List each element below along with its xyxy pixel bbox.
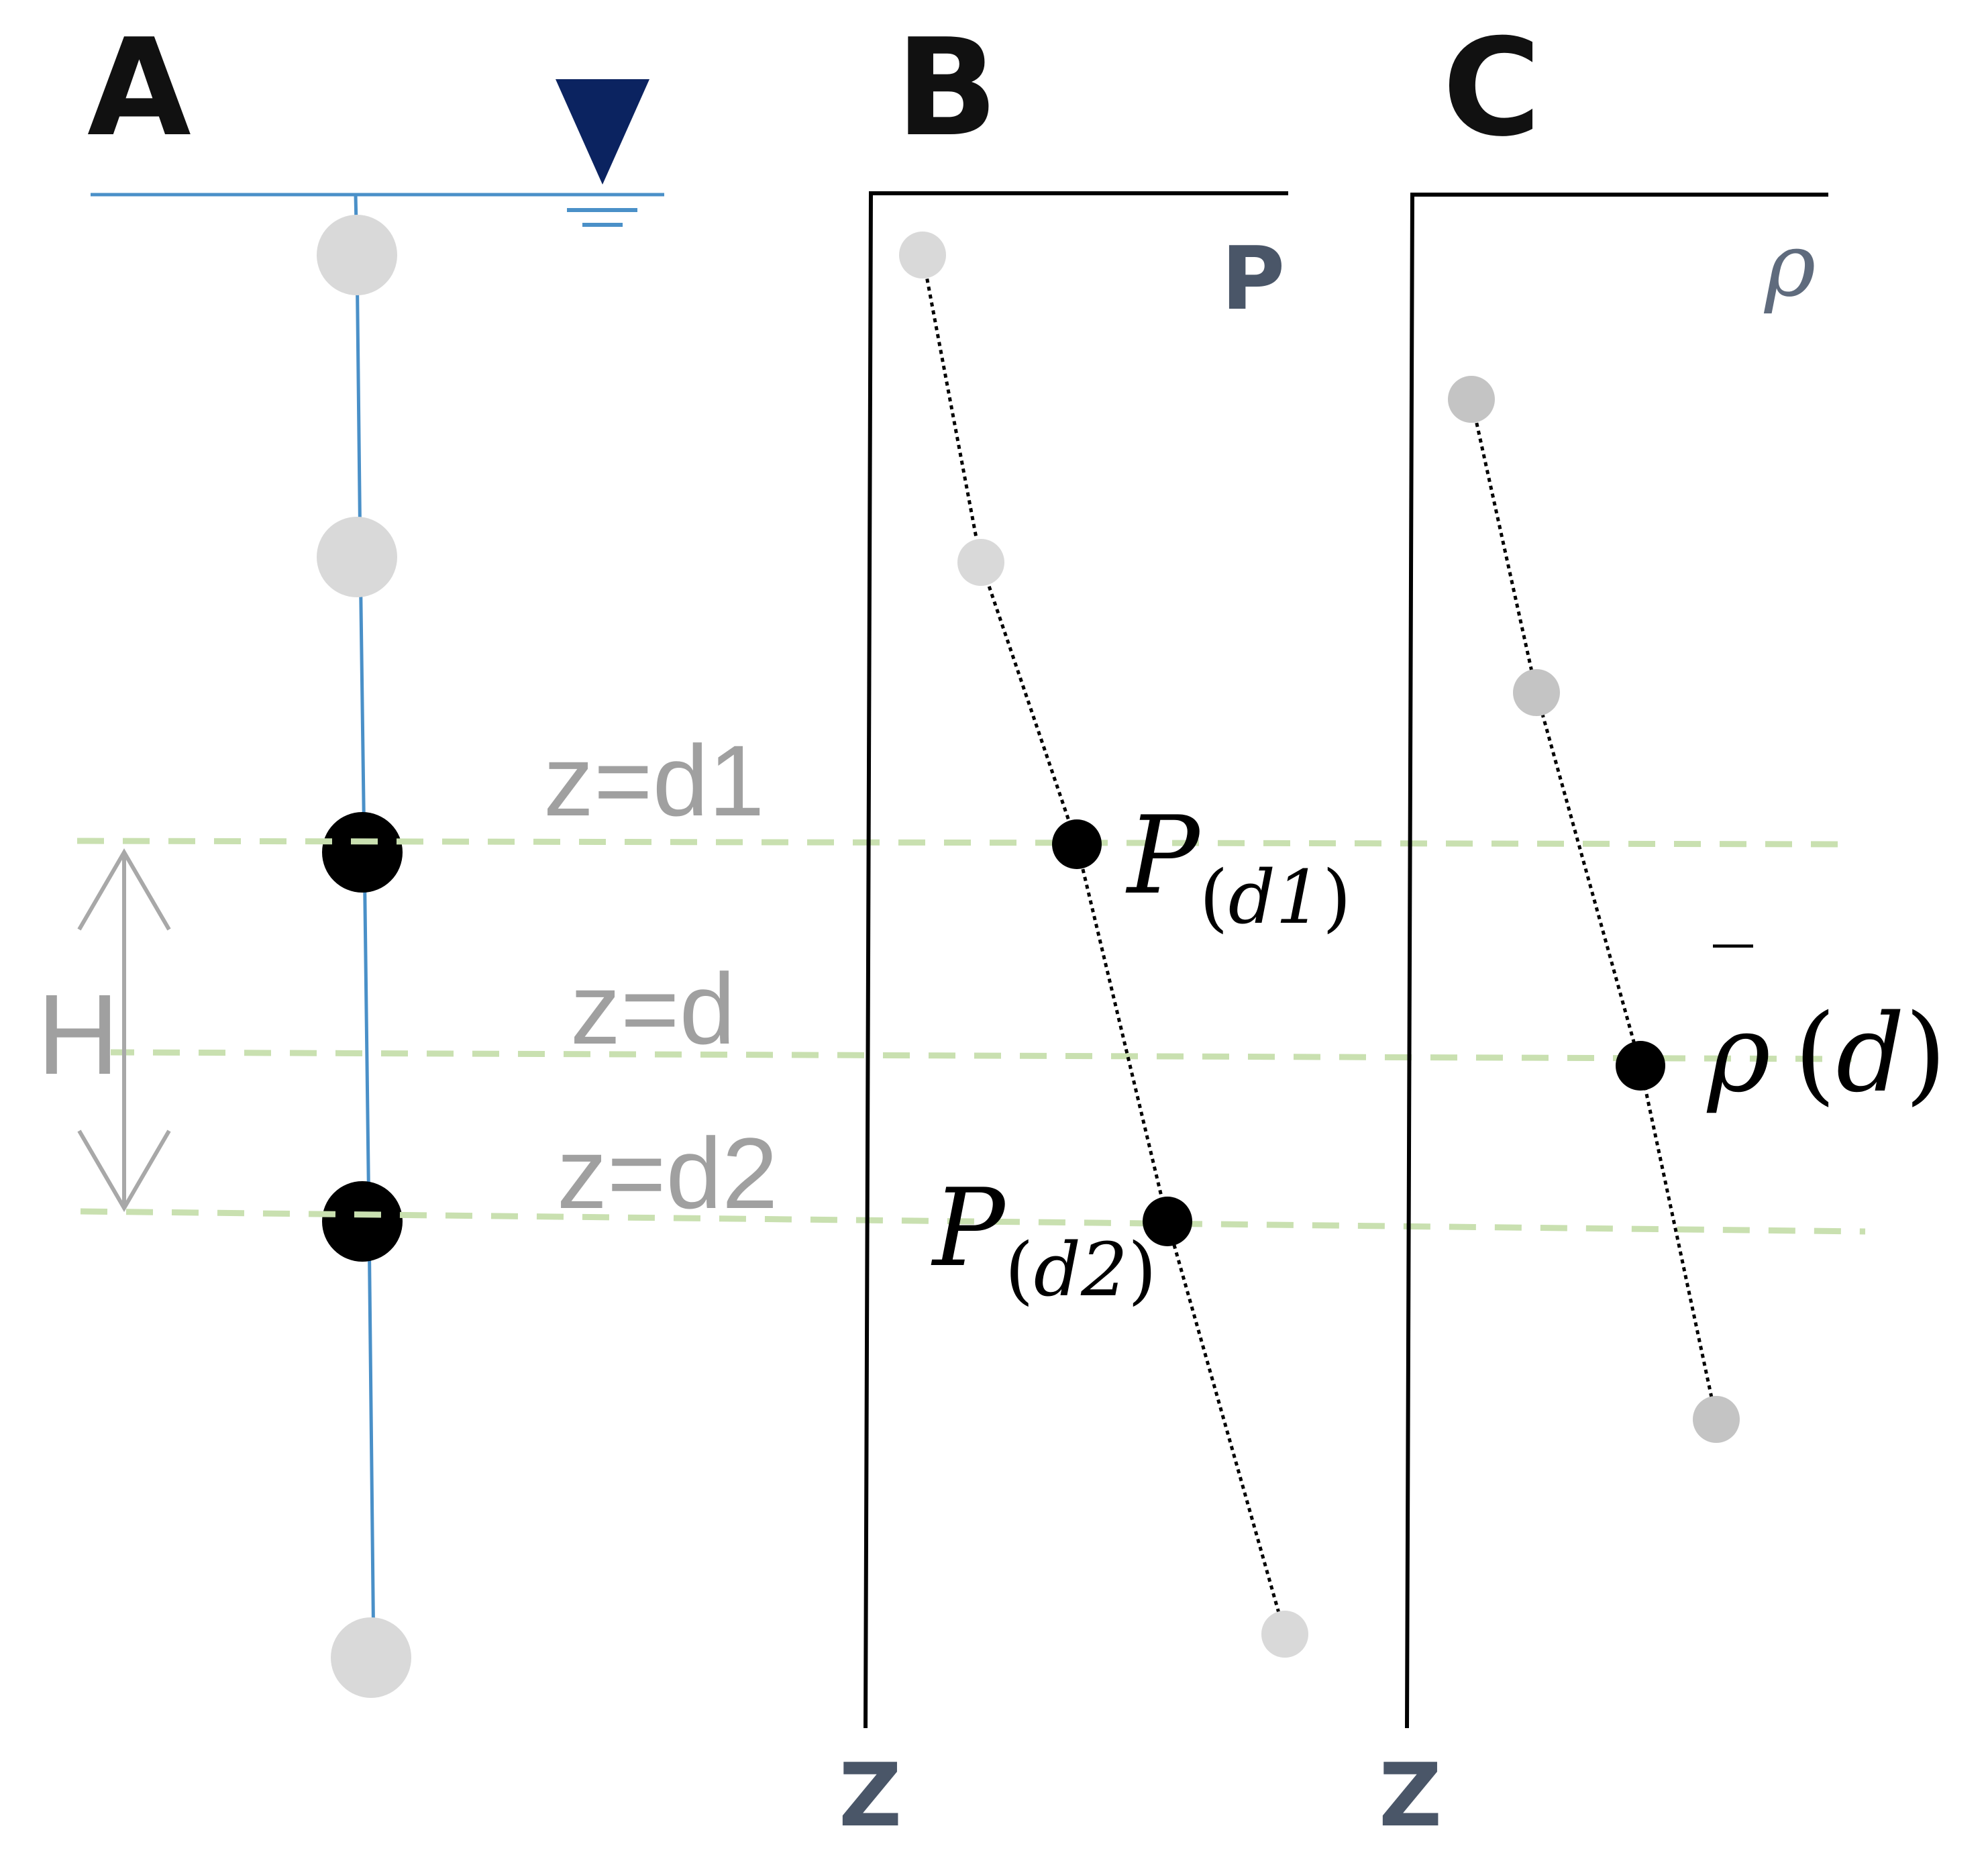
spacing-arrow-head-up: [77, 848, 171, 931]
pressure-point-2: [957, 539, 1004, 586]
depth-guide-d: [107, 1049, 1852, 1062]
panel-a-water-column: [91, 79, 664, 1698]
mooring-line: [354, 194, 376, 1658]
panel-b-axis-top-label: P: [1221, 228, 1285, 330]
pressure-label-d2: P(d2): [931, 1165, 1157, 1313]
panel-label-b: B: [896, 10, 998, 166]
sensor-a-d1: [322, 812, 403, 893]
panel-label-c: C: [1443, 10, 1541, 166]
density-point-1: [1448, 376, 1495, 423]
spacing-label-backdrop: [34, 980, 111, 1087]
water-level-triangle-icon: [556, 79, 649, 185]
panel-label-a: A: [87, 10, 191, 166]
spacing-arrow: H: [34, 848, 171, 1212]
panel-b-pressure-profile: P Z P(d1) P(d2): [839, 191, 1351, 1846]
pressure-point-d1: [1052, 819, 1102, 869]
spacing-label-h: H: [37, 971, 119, 1099]
panel-c-axes: [1405, 193, 1828, 1729]
depth-label-d: z=d: [570, 952, 735, 1065]
depth-label-d2: z=d2: [557, 1117, 778, 1229]
pressure-point-d2: [1143, 1197, 1192, 1246]
density-label-d: ρ(d): [1706, 991, 1946, 1116]
pressure-point-4: [1261, 1611, 1308, 1658]
density-label-bar: ‾: [1713, 932, 1753, 1025]
density-point-d: [1616, 1041, 1665, 1091]
density-point-4: [1693, 1396, 1740, 1443]
pressure-profile-line: [921, 254, 1287, 1635]
pressure-point-1: [899, 232, 946, 279]
panel-b-axis-bottom-label: Z: [839, 1744, 902, 1846]
depth-label-d1: z=d1: [543, 724, 764, 837]
panel-b-axes: [864, 191, 1288, 1729]
sensor-a-4: [331, 1617, 411, 1698]
sensor-a-1: [317, 215, 397, 295]
pressure-label-d1: P(d1): [1125, 793, 1351, 940]
spacing-arrow-head-down: [77, 1129, 171, 1212]
panel-c-density-profile: ρ Z ρ(d) ‾: [1379, 193, 1946, 1846]
density-profile-line: [1469, 399, 1718, 1420]
density-point-2: [1513, 669, 1560, 716]
sensor-a-2: [317, 517, 397, 597]
panel-c-axis-bottom-label: Z: [1379, 1744, 1442, 1846]
depth-guides: [76, 838, 1866, 1235]
depth-guide-d1: [76, 838, 1839, 848]
sensor-a-d2: [322, 1181, 403, 1262]
panel-c-axis-top-label: ρ: [1763, 214, 1816, 316]
water-level-symbol: [556, 79, 649, 227]
depth-guide-d2: [80, 1208, 1866, 1235]
